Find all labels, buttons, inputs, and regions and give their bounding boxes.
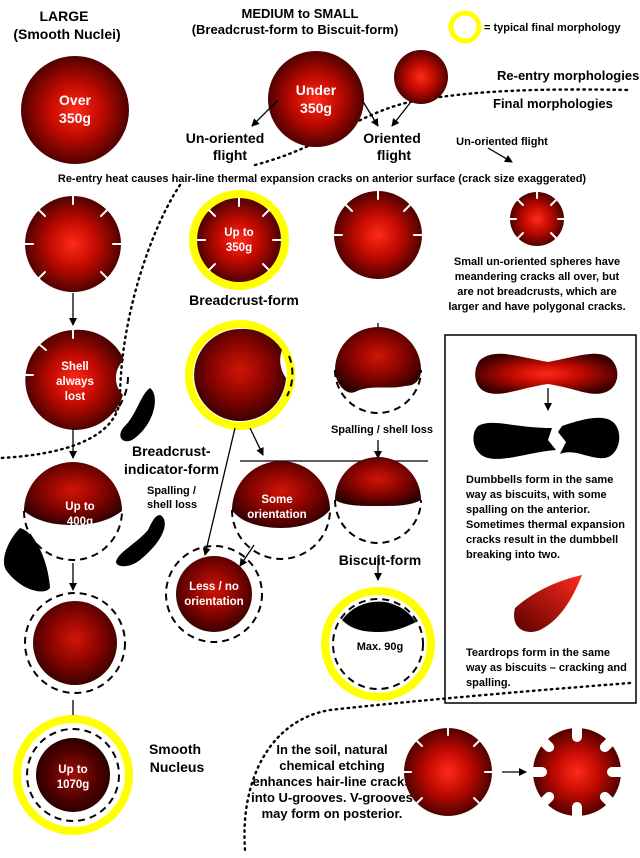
- tektite-u-grooves: [529, 724, 625, 820]
- teardrop-text-2: way as biscuits – cracking and: [465, 662, 627, 674]
- soil-text-5: may form on posterior.: [262, 806, 403, 821]
- tektite-biscuit-precursor: [334, 457, 422, 544]
- dumbbell-text-2: way as biscuits, with some: [465, 489, 607, 501]
- spalling-center-label: Spalling / shell loss: [331, 424, 433, 436]
- upto1070-label-1: Up to: [58, 764, 87, 776]
- shell-label-2: always: [56, 376, 94, 388]
- arrow-small-to-unoriented: [487, 147, 513, 163]
- small-spheres-text-3: are not breadcrusts, which are: [457, 286, 617, 298]
- tektite-large-cracked: [24, 195, 122, 292]
- tektite-breadcrust-upto-350g: [189, 190, 289, 290]
- spalling-left-label-2: shell loss: [147, 499, 197, 511]
- large-header: LARGE: [40, 8, 89, 24]
- tektite-small-sphere-top: [394, 50, 448, 104]
- dumbbell-shape: [475, 353, 618, 394]
- upto400-label-1: Up to: [65, 501, 94, 513]
- teardrop-text-3: spalling.: [466, 677, 511, 689]
- tektite-over-350g: [21, 56, 129, 164]
- tektite-upto-400g: [23, 462, 123, 561]
- biscuit-form-label: Biscuit-form: [339, 552, 421, 568]
- medium-header: MEDIUM to SMALL: [242, 6, 359, 21]
- legend-text: = typical final morphology: [484, 22, 621, 34]
- less-orientation-label-2: orientation: [184, 596, 243, 608]
- smooth-nucleus-label-1: Smooth: [149, 741, 201, 757]
- dumbbell-text-4: Sometimes thermal expansion: [466, 519, 625, 531]
- smooth-nucleus-label-2: Nucleus: [150, 759, 205, 775]
- soil-text-1: In the soil, natural: [276, 742, 387, 757]
- tektite-oriented-cracked: [333, 190, 423, 279]
- spalling-left-label-1: Spalling /: [147, 485, 196, 497]
- unoriented-flight-small: Un-oriented flight: [456, 136, 548, 148]
- oriented-flight-1: Oriented: [363, 130, 421, 146]
- tektite-breadcrust-spalled: [185, 320, 295, 430]
- under-label-2: 350g: [300, 100, 332, 116]
- unoriented-flight-1: Un-oriented: [186, 130, 265, 146]
- unoriented-flight-2: flight: [213, 147, 248, 163]
- tektite-shell-lost: [24, 329, 129, 430]
- dumbbell-text-6: breaking into two.: [466, 549, 560, 561]
- small-spheres-text-4: larger and have polygonal cracks.: [448, 301, 625, 313]
- arrow-breadcrust-to-some: [249, 427, 264, 456]
- upto350-label-1: Up to: [224, 227, 253, 239]
- oriented-flight-2: flight: [377, 147, 412, 163]
- spall-fragment-1: [120, 388, 155, 442]
- tektite-some-orientation: [231, 461, 331, 560]
- tektite-less-orientation: [165, 545, 263, 643]
- zone-reentry: Re-entry morphologies: [497, 68, 639, 83]
- arrow-breadcrust-to-less: [202, 427, 236, 556]
- dumbbell-broken-left: [473, 422, 556, 459]
- tektite-biscuit-max-90g: [321, 587, 435, 701]
- soil-text-3: enhances hair-line cracks: [253, 774, 412, 789]
- arrow-under-to-unoriented: [251, 99, 279, 127]
- arrow-some-to-less: [239, 544, 255, 567]
- soil-text-4: into U-grooves. V-grooves: [251, 790, 413, 805]
- soil-text-2: chemical etching: [279, 758, 385, 773]
- tektite-oriented-spalled: [334, 327, 422, 414]
- tektite-under-350g: [268, 51, 364, 147]
- small-spheres-text-1: Small un-oriented spheres have: [454, 256, 620, 268]
- legend-ring-icon: [448, 10, 482, 44]
- shell-label-1: Shell: [61, 361, 88, 373]
- teardrop-text-1: Teardrops form in the same: [466, 647, 610, 659]
- tektite-large-spalled: [24, 592, 126, 694]
- upto1070-label-2: 1070g: [57, 779, 90, 791]
- over-label-2: 350g: [59, 110, 91, 126]
- upto350-label-2: 350g: [226, 242, 252, 254]
- arrow-under-to-oriented: [361, 99, 379, 127]
- zone-final: Final morphologies: [493, 96, 613, 111]
- some-orientation-label-1: Some: [261, 494, 292, 506]
- teardrop-shape: [514, 575, 582, 632]
- spall-fragment-2: [3, 528, 51, 592]
- bc-indicator-label-2: indicator-form: [124, 461, 219, 477]
- breadcrust-form-label: Breadcrust-form: [189, 292, 299, 308]
- shell-label-3: lost: [65, 391, 86, 403]
- less-orientation-label-1: Less / no: [189, 581, 239, 593]
- large-subheader: (Smooth Nuclei): [13, 26, 120, 42]
- dumbbell-broken-right: [558, 417, 620, 459]
- tektite-small-meandering: [509, 191, 565, 246]
- spall-fragment-3: [116, 515, 165, 567]
- max90-label: Max. 90g: [357, 641, 403, 653]
- tektite-smooth-nucleus-upto-1070g: [13, 715, 133, 835]
- bc-indicator-label-1: Breadcrust-: [132, 443, 211, 459]
- heat-caption: Re-entry heat causes hair-line thermal e…: [58, 173, 587, 185]
- small-spheres-text-2: meandering cracks all over, but: [455, 271, 620, 283]
- dumbbell-text-1: Dumbbells form in the same: [466, 474, 613, 486]
- dumbbell-teardrop-box: [444, 334, 637, 704]
- medium-subheader: (Breadcrust-form to Biscuit-form): [192, 22, 399, 37]
- some-orientation-label-2: orientation: [247, 509, 306, 521]
- dumbbell-text-5: cracks result in the dumbbell: [466, 534, 618, 546]
- under-label-1: Under: [296, 82, 337, 98]
- tektite-hairline-cracks: [403, 727, 493, 816]
- over-label-1: Over: [59, 92, 91, 108]
- dumbbell-text-3: spalling on the anterior.: [466, 504, 590, 516]
- zone-boundary-bottom: [243, 681, 632, 852]
- upto400-label-2: 400g: [67, 516, 93, 528]
- arrow-small-to-oriented: [391, 102, 411, 127]
